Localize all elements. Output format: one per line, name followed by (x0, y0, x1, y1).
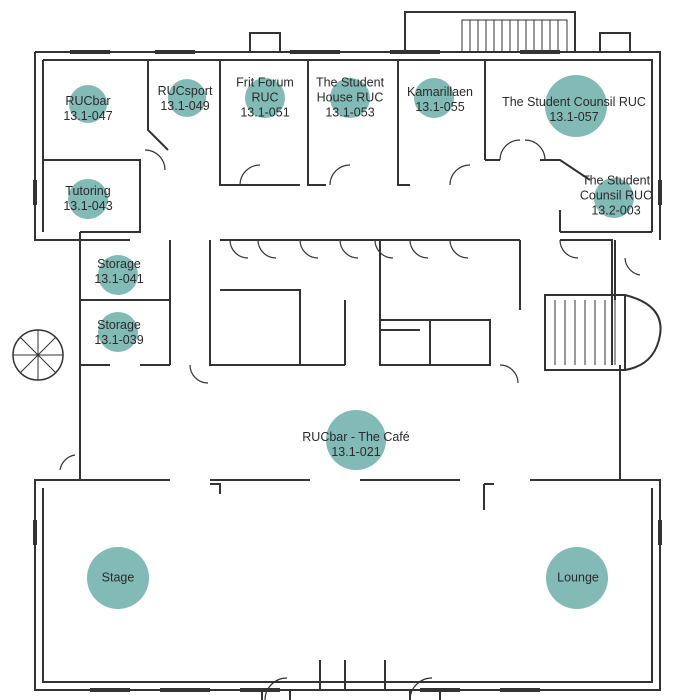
room-marker[interactable] (69, 85, 107, 123)
room-label-stage: Stage (101, 570, 135, 585)
room-marker[interactable] (87, 547, 149, 609)
room-label-lounge: Lounge (557, 570, 599, 585)
room-marker[interactable] (545, 75, 607, 137)
room-marker[interactable] (98, 312, 138, 352)
room-marker[interactable] (68, 179, 108, 219)
room-marker[interactable] (594, 178, 634, 218)
room-marker[interactable] (546, 547, 608, 609)
room-marker[interactable] (326, 410, 386, 470)
room-marker[interactable] (98, 255, 138, 295)
room-marker[interactable] (330, 78, 370, 118)
room-marker[interactable] (168, 79, 206, 117)
room-marker[interactable] (414, 78, 454, 118)
room-marker[interactable] (245, 78, 285, 118)
